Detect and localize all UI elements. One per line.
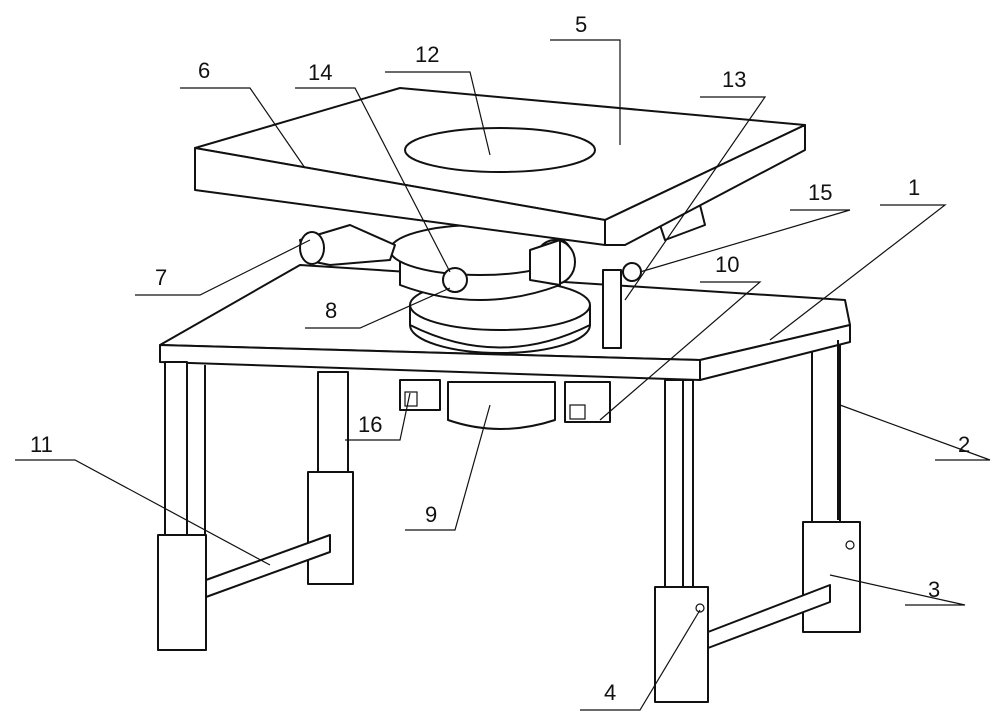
label-15: 15 <box>808 180 832 205</box>
label-8: 8 <box>325 298 337 323</box>
label-9: 9 <box>425 502 437 527</box>
top-plate <box>195 88 805 245</box>
label-4: 4 <box>604 680 616 705</box>
label-13: 13 <box>722 67 746 92</box>
label-2: 2 <box>958 432 970 457</box>
label-10: 10 <box>715 252 739 277</box>
label-12: 12 <box>415 42 439 67</box>
label-14: 14 <box>308 60 332 85</box>
label-5: 5 <box>575 12 587 37</box>
label-11: 11 <box>30 432 53 457</box>
underside-parts <box>400 380 610 429</box>
label-3: 3 <box>928 577 940 602</box>
label-1: 1 <box>908 175 920 200</box>
crossbars <box>206 535 830 648</box>
label-16: 16 <box>358 412 382 437</box>
label-6: 6 <box>198 58 210 83</box>
label-7: 7 <box>155 265 167 290</box>
